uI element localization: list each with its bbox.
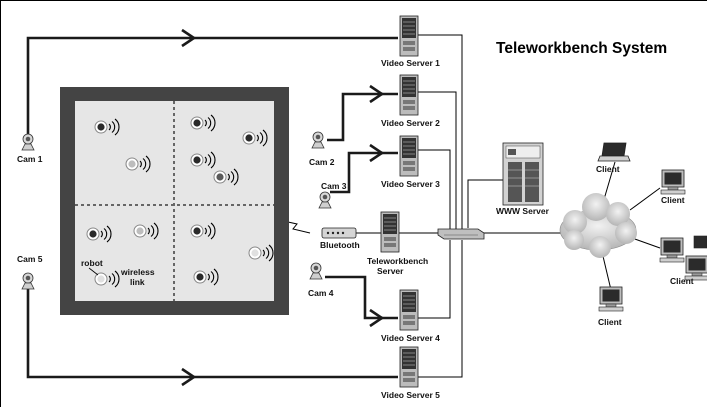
client-2-computer-icon <box>660 169 686 195</box>
cam1-icon <box>21 133 35 151</box>
robot-12 <box>94 270 120 288</box>
cam1-label: Cam 1 <box>17 154 43 164</box>
cam4-icon <box>309 262 323 280</box>
cam4-label: Cam 4 <box>308 288 334 298</box>
robot-1 <box>94 118 120 136</box>
client-3c-computer-icon <box>693 235 707 249</box>
cam2-feed-line <box>327 92 398 142</box>
video-server-5-icon <box>399 346 419 388</box>
robot-5 <box>190 151 216 169</box>
cam3-icon <box>318 191 332 209</box>
net-line-vs2 <box>418 91 457 230</box>
net-line-client2 <box>629 187 661 211</box>
internet-cloud-icon <box>559 193 637 258</box>
cam1-feed-arrow <box>181 28 197 48</box>
video-server-2-label: Video Server 2 <box>381 118 440 128</box>
cam2-icon <box>311 131 325 149</box>
cam5-feed-line <box>26 280 398 379</box>
client-1-laptop-icon <box>597 142 631 162</box>
bluetooth-device-icon <box>321 227 357 239</box>
www-server-icon <box>502 142 544 206</box>
video-server-1-icon <box>399 15 419 57</box>
net-line-client3 <box>631 237 661 249</box>
video-server-4-label: Video Server 4 <box>381 333 440 343</box>
video-server-2-icon <box>399 74 419 116</box>
video-server-4-icon <box>399 289 419 331</box>
robot-9 <box>190 222 216 240</box>
cam3-feed-arrow <box>369 143 385 163</box>
video-server-1-label: Video Server 1 <box>381 58 440 68</box>
cam3-label: Cam 3 <box>321 181 347 191</box>
cam1-feed-line <box>26 36 398 136</box>
net-line-vs5 <box>418 240 463 378</box>
cam2-label: Cam 2 <box>309 157 335 167</box>
robot-6 <box>213 168 239 186</box>
client-1-label: Client <box>596 164 620 174</box>
video-server-5-label: Video Server 5 <box>381 390 440 400</box>
net-line-vs1 <box>418 34 463 230</box>
client-3-label: Client <box>670 276 694 286</box>
robot-2 <box>125 155 151 173</box>
net-line-www <box>467 179 503 228</box>
robot-4 <box>242 129 268 147</box>
cam3-feed-line <box>330 151 398 194</box>
net-line-vs4 <box>418 240 451 319</box>
diagram-title: Teleworkbench System <box>496 40 667 57</box>
wireless-label-line1: wireless <box>120 267 155 277</box>
client-4-label: Client <box>598 317 622 327</box>
cam4-feed-arrow <box>369 308 385 328</box>
cam4-feed-line <box>325 275 398 320</box>
teleworkbench-server-icon <box>380 211 400 253</box>
robot-pointer <box>88 267 99 276</box>
www-server-label: WWW Server <box>496 206 550 216</box>
net-line-vs3 <box>418 149 451 230</box>
wireless-label-line2: link <box>130 277 145 287</box>
video-server-3-icon <box>399 135 419 177</box>
cam5-label: Cam 5 <box>17 254 43 264</box>
teleworkbench-server-label-line2: Server <box>377 266 404 276</box>
client-3-computer-icon <box>659 237 685 263</box>
cam5-feed-arrow <box>181 367 197 387</box>
cam5-icon <box>21 272 35 290</box>
bluetooth-link <box>287 221 311 234</box>
teleworkbench-server-label-line1: Teleworkbench <box>367 256 428 266</box>
robot-3 <box>190 114 216 132</box>
network-switch-icon <box>437 228 485 240</box>
cam2-feed-arrow <box>369 84 385 104</box>
arena-floor <box>75 101 274 301</box>
robot-8 <box>133 222 159 240</box>
bluetooth-label: Bluetooth <box>320 240 360 250</box>
robot-7 <box>86 225 112 243</box>
net-line-client4 <box>601 251 612 291</box>
robot-11 <box>193 268 219 286</box>
video-server-3-label: Video Server 3 <box>381 179 440 189</box>
client-4-computer-icon <box>598 286 624 312</box>
robot-label: robot <box>81 258 103 268</box>
robot-10 <box>248 244 274 262</box>
client-2-label: Client <box>661 195 685 205</box>
